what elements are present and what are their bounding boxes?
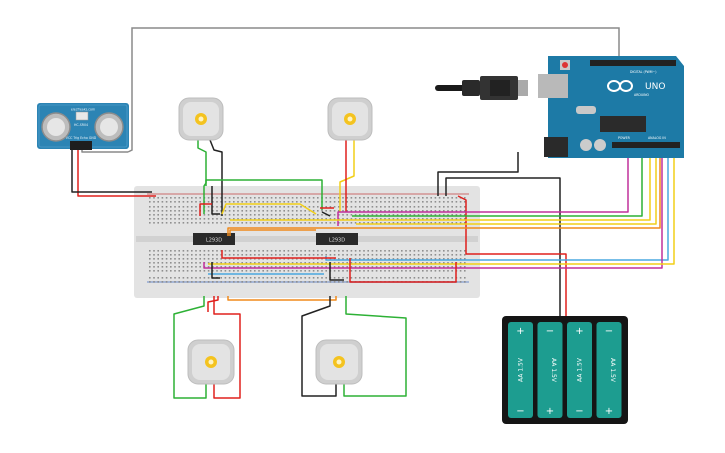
motor-bottom-left <box>187 339 235 385</box>
sensor-brand: elecfreaks.com <box>71 108 95 112</box>
wire-black-motor-br <box>301 296 337 397</box>
driver-label: L293D <box>206 238 222 244</box>
battery-pack: + − AA 1.5V − + AA 1.5V + − AA 1.5V − + AA 1.5V <box>502 316 628 424</box>
svg-text:+: + <box>575 326 583 337</box>
wire-black-motor-tl <box>209 139 223 216</box>
wire-red-sensor-vcc <box>77 148 156 197</box>
ultrasonic-sensor: elecfreaks.com HC-SR04 VCC Trig Echo GND <box>37 103 129 150</box>
svg-text:−: − <box>516 406 524 417</box>
wire-orange-bottom <box>227 296 337 301</box>
usb-cable <box>435 76 528 100</box>
battery-cell: − + AA 1.5V <box>537 322 563 418</box>
arduino-uno: ARDUINO UNO POWER ANALOG IN DIGITAL (PWM… <box>538 56 684 158</box>
svg-text:+: + <box>516 326 524 337</box>
wire-gray-sensor-arduino <box>127 27 620 153</box>
wire-yellow-bb-1 <box>221 203 317 215</box>
wire-red-motor-bl-1 <box>207 296 219 312</box>
motor-bottom-right <box>315 339 363 385</box>
wire-green-motor-tl <box>197 140 207 214</box>
motor-top-left <box>178 97 224 141</box>
battery-cell: + − AA 1.5V <box>508 322 533 418</box>
wire-black-bb-2 <box>321 211 331 217</box>
arduino-model: UNO <box>645 82 665 92</box>
wire-green-motor-br <box>343 296 407 397</box>
wire-black-bb-3 <box>211 262 220 279</box>
arduino-brand: ARDUINO <box>634 93 650 97</box>
svg-text:−: − <box>546 326 554 337</box>
driver-label: L293D <box>329 238 345 244</box>
arduino-analog-label: ANALOG IN <box>648 136 666 140</box>
sensor-pins: VCC Trig Echo GND <box>66 136 97 140</box>
wire-black-arduino-gnd <box>437 152 519 196</box>
wire-green-motor-bl <box>173 296 207 399</box>
arduino-power-label: POWER <box>618 136 631 140</box>
wire-black-battery-neg <box>445 177 561 318</box>
svg-text:+: + <box>546 406 554 417</box>
sensor-model: HC-SR04 <box>74 123 88 127</box>
arduino-digital-label: DIGITAL (PWM~) <box>630 70 656 74</box>
wire-orange-bb <box>229 229 316 236</box>
wire-yellow-motor-tr <box>339 140 355 212</box>
wire-red-motor-bl-2 <box>213 296 241 399</box>
wire-red-battery-pos <box>457 195 567 318</box>
battery-cell-label: AA 1.5V <box>609 358 616 383</box>
battery-cell-label: AA 1.5V <box>550 358 557 383</box>
wire-black-sensor-gnd <box>71 148 152 193</box>
svg-text:+: + <box>605 406 613 417</box>
motor-top-right <box>327 97 373 141</box>
wire-green-bb-1 <box>205 179 323 210</box>
wire-black-bb-4 <box>329 262 344 281</box>
svg-text:−: − <box>605 326 613 337</box>
wire-black-bb-1 <box>211 186 220 215</box>
wires <box>71 62 675 399</box>
battery-cell-label: AA 1.5V <box>518 357 525 382</box>
motor-driver-left: L293D <box>193 233 235 245</box>
wire-magenta-arduino-2 <box>203 62 663 269</box>
wire-red-bb-3 <box>221 250 336 259</box>
wire-red-bb-2 <box>199 203 212 216</box>
svg-text:−: − <box>575 406 583 417</box>
battery-cell: − + AA 1.5V <box>596 322 622 418</box>
motor-driver-right: L293D <box>316 233 358 245</box>
breadboard <box>134 186 480 298</box>
battery-cell-label: AA 1.5V <box>577 357 584 382</box>
battery-cell: + − AA 1.5V <box>567 322 592 418</box>
wire-red-bb-4 <box>349 258 457 283</box>
